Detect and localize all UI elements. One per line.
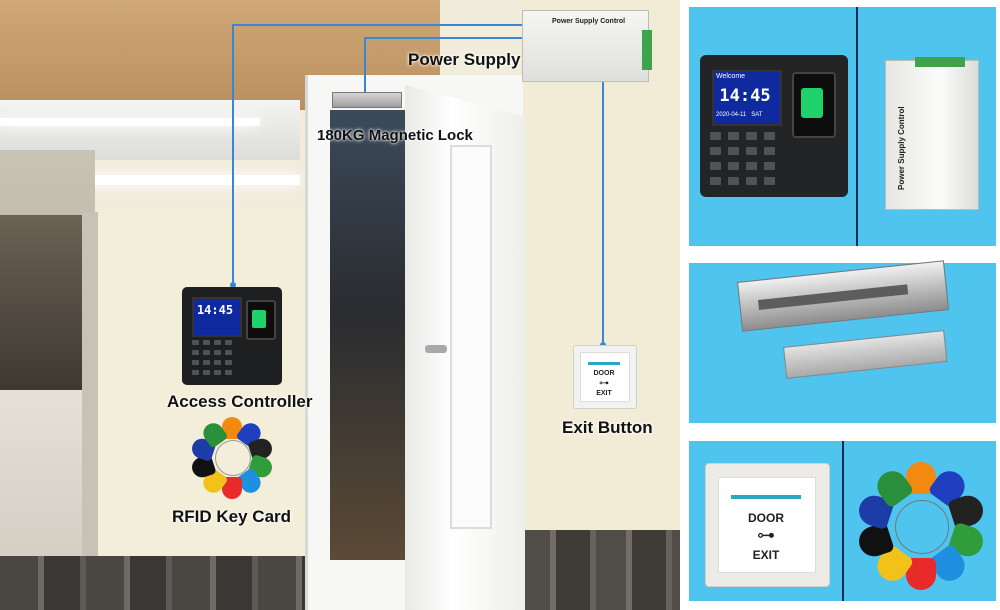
keypad-key <box>214 360 221 365</box>
panel-divider <box>842 441 844 601</box>
key-icon: ⊶ <box>757 525 775 545</box>
key-ring-closeup <box>895 500 949 554</box>
keypad-key <box>225 350 232 355</box>
terminal-block <box>915 57 965 67</box>
exit-button-stripe <box>588 362 620 365</box>
controller-screen <box>192 297 242 337</box>
keypad-key <box>728 132 739 140</box>
exit-button-closeup-stripe <box>731 495 801 499</box>
power-supply-closeup-title: Power Supply Control <box>897 106 906 190</box>
keypad-key <box>214 340 221 345</box>
key-icon: ⊶ <box>599 378 609 389</box>
keypad-key <box>746 132 757 140</box>
keypad-key <box>764 147 775 155</box>
keypad-key <box>203 340 210 345</box>
keypad-key <box>710 132 721 140</box>
keypad-key <box>192 340 199 345</box>
keypad-key <box>746 147 757 155</box>
keypad-key <box>764 177 775 185</box>
right-wall <box>520 0 680 540</box>
power-supply-closeup <box>885 60 979 210</box>
room-through-door <box>330 110 410 560</box>
lobby-background <box>0 215 95 395</box>
power-supply-label: Power Supply <box>408 50 521 69</box>
keypad-key <box>225 370 232 375</box>
keypad-key <box>214 350 221 355</box>
exit-button-label: Exit Button <box>562 418 653 437</box>
keypad-key <box>225 340 232 345</box>
door-handle <box>425 345 447 353</box>
keypad-key <box>710 177 721 185</box>
screen-date: 2020-04-11 SAT <box>716 112 763 118</box>
keypad-key <box>746 177 757 185</box>
ceiling-light <box>0 175 300 185</box>
rfid-key-card-label: RFID Key Card <box>172 507 292 526</box>
keypad-key <box>746 162 757 170</box>
keypad-key <box>225 360 232 365</box>
screen-welcome-text: Welcome <box>716 73 746 80</box>
keypad-key <box>192 370 199 375</box>
keypad-key <box>764 162 775 170</box>
screen-time: 14:45 <box>719 86 771 106</box>
fingerprint-icon <box>801 88 823 118</box>
panel-divider <box>856 7 858 246</box>
fingerprint-icon <box>252 310 266 328</box>
keypad-key <box>203 350 210 355</box>
keypad-key <box>728 162 739 170</box>
exit-closeup-door-text: DOOR <box>748 511 784 525</box>
power-supply-title: Power Supply Control <box>552 18 626 25</box>
main-wall <box>98 212 310 577</box>
exit-button-face <box>580 352 630 402</box>
key-ring <box>215 440 251 476</box>
exit-button-exit-text: EXIT <box>596 390 612 397</box>
door-glass <box>450 145 492 529</box>
keypad-key <box>192 350 199 355</box>
installation-scene: Power Supply Control 14:45 DOOR ⊶ EXIT P… <box>0 0 680 610</box>
keypad-key <box>203 370 210 375</box>
magnetic-lock-device <box>332 92 402 108</box>
terminal-block <box>642 30 652 70</box>
keypad-key <box>710 162 721 170</box>
exit-button-closeup-face <box>718 477 816 573</box>
exit-button-door-text: DOOR <box>593 370 615 377</box>
access-controller-label: Access Controller <box>167 392 313 411</box>
keypad-key <box>214 370 221 375</box>
keypad-key <box>710 147 721 155</box>
controller-time: 14:45 <box>196 303 234 317</box>
keypad-key <box>764 132 775 140</box>
stone-baseboard <box>520 530 680 610</box>
keypad-key <box>192 360 199 365</box>
keypad-key <box>728 147 739 155</box>
magnetic-lock-label: 180KG Magnetic Lock <box>317 127 473 144</box>
wiring-lines <box>230 24 606 348</box>
wall-column <box>82 212 100 562</box>
keypad-key <box>728 177 739 185</box>
ceiling-light <box>0 118 260 126</box>
controller-screen-closeup <box>712 70 782 126</box>
power-supply-device <box>522 10 649 82</box>
exit-closeup-exit-text: EXIT <box>752 548 780 562</box>
keypad-key <box>203 360 210 365</box>
